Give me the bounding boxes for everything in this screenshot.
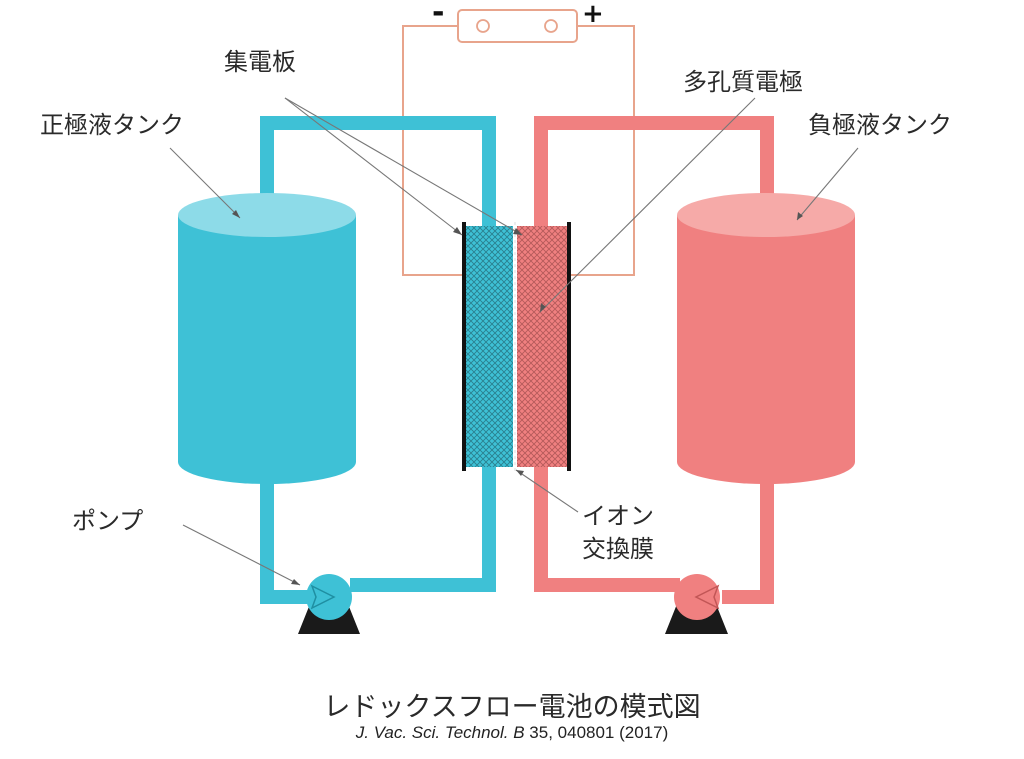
battery-plus-sign: + <box>582 0 604 29</box>
battery-minus-sign: - <box>432 0 444 30</box>
positive-tank <box>178 193 356 484</box>
positive-porous-electrode <box>466 226 513 467</box>
negative-tank-label: 負極液タンク <box>808 111 952 139</box>
negative-current-collector <box>567 222 571 471</box>
negative-porous-electrode <box>517 226 567 467</box>
positive-pipe-top <box>260 116 496 232</box>
negative-pipe-bottom <box>534 462 774 604</box>
positive-pump <box>298 574 360 634</box>
leader-arrowheads <box>232 210 803 585</box>
positive-tank-label: 正極液タンク <box>40 111 184 139</box>
external-circuit <box>402 25 635 276</box>
citation-ref: 35, 040801 (2017) <box>524 723 669 742</box>
negative-tank <box>677 193 855 484</box>
citation-journal: J. Vac. Sci. Technol. B <box>355 723 525 742</box>
negative-pump <box>665 574 728 634</box>
battery-icon <box>457 9 578 43</box>
leader-lines <box>169 97 859 586</box>
positive-current-collector <box>462 222 466 471</box>
membrane-label-line1: イオン <box>582 502 654 530</box>
pump-label: ポンプ <box>72 507 144 535</box>
citation: J. Vac. Sci. Technol. B 35, 040801 (2017… <box>0 723 1024 743</box>
diagram-title: レドックスフロー電池の模式図 <box>323 692 701 723</box>
cell-stack <box>462 222 571 471</box>
positive-pipe-bottom <box>260 462 496 604</box>
porous-electrode-label: 多孔質電極 <box>683 68 803 96</box>
current-collector-label: 集電板 <box>224 48 296 76</box>
negative-pipe-top <box>534 116 774 232</box>
membrane-label-line2: 交換膜 <box>582 535 654 563</box>
